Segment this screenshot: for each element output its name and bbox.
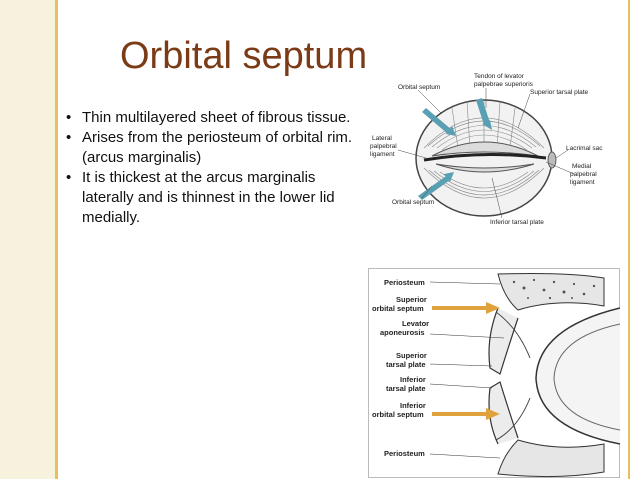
label-medial-line1: Medial: [572, 163, 592, 170]
label-medial-line3: ligament: [570, 179, 595, 186]
label-orbital-septum-lower: Orbital septum: [392, 199, 434, 206]
label-medial-line2: palpebral: [570, 171, 597, 178]
orbital-floor-bone: [497, 439, 605, 478]
orbital-septum-sagittal-diagram: Periosteum Superior orbital septum Levat…: [368, 268, 620, 478]
label-lateral-line3: ligament: [370, 151, 395, 158]
inferior-tarsal-plate-shape: [435, 163, 535, 173]
globe-inner-line: [553, 323, 620, 431]
label-superior-tarsal-plate: Superior tarsal plate: [530, 89, 589, 96]
bullet-item: Arises from the periosteum of orbital ri…: [66, 128, 356, 168]
label-palpebrae-superioris: palpebrae superioris: [474, 81, 534, 88]
bullet-item: Thin multilayered sheet of fibrous tissu…: [66, 108, 356, 128]
label-sup-tarsal-line1: Superior: [396, 351, 427, 360]
label-inf-septum-line2: orbital septum: [372, 410, 424, 419]
label-periosteum-top: Periosteum: [384, 278, 425, 287]
teal-arrows: [418, 98, 492, 200]
label-levator-line1: Levator: [402, 319, 429, 328]
orbital-roof-bone: [497, 273, 605, 311]
bullet-item: It is thickest at the arcus marginalis l…: [66, 168, 356, 228]
right-accent-rule: [628, 0, 630, 479]
label-orbital-septum-upper: Orbital septum: [398, 84, 440, 91]
label-lateral-line2: palpebral: [370, 143, 397, 150]
left-accent-rule: [55, 0, 58, 479]
label-periosteum-bottom: Periosteum: [384, 449, 425, 458]
upper-lid: [488, 307, 519, 375]
bone-stipple: [512, 278, 596, 300]
label-inferior-tarsal-plate: Inferior tarsal plate: [490, 219, 544, 226]
label-inf-septum-line1: Inferior: [400, 401, 426, 410]
lacrimal-sac-shape: [547, 151, 557, 169]
left-decor-strip: [0, 0, 55, 479]
septum-lower-line: [495, 397, 531, 441]
label-sup-septum-line2: orbital septum: [372, 304, 424, 313]
leader-lines: [397, 88, 575, 219]
label-inf-tarsal-line2: tarsal plate: [386, 384, 426, 393]
orange-arrows: [432, 302, 500, 420]
label-tendon-levator: Tendon of levator: [474, 73, 525, 80]
label-sup-tarsal-line2: tarsal plate: [386, 360, 426, 369]
orbital-septum-front-diagram: Orbital septum Tendon of levator palpebr…: [362, 68, 612, 234]
slide-title: Orbital septum: [120, 35, 368, 77]
globe-outline: [535, 307, 620, 445]
label-lateral-line1: Lateral: [372, 135, 392, 142]
label-sup-septum-line1: Superior: [396, 295, 427, 304]
label-inf-tarsal-line1: Inferior: [400, 375, 426, 384]
palpebral-fissure: [423, 152, 547, 162]
label-lacrimal-sac: Lacrimal sac: [566, 145, 603, 152]
label-levator-line2: aponeurosis: [380, 328, 425, 337]
bullet-list: Thin multilayered sheet of fibrous tissu…: [66, 108, 356, 228]
bottom-leader-lines: [429, 281, 505, 459]
septum-upper-line: [495, 311, 531, 359]
